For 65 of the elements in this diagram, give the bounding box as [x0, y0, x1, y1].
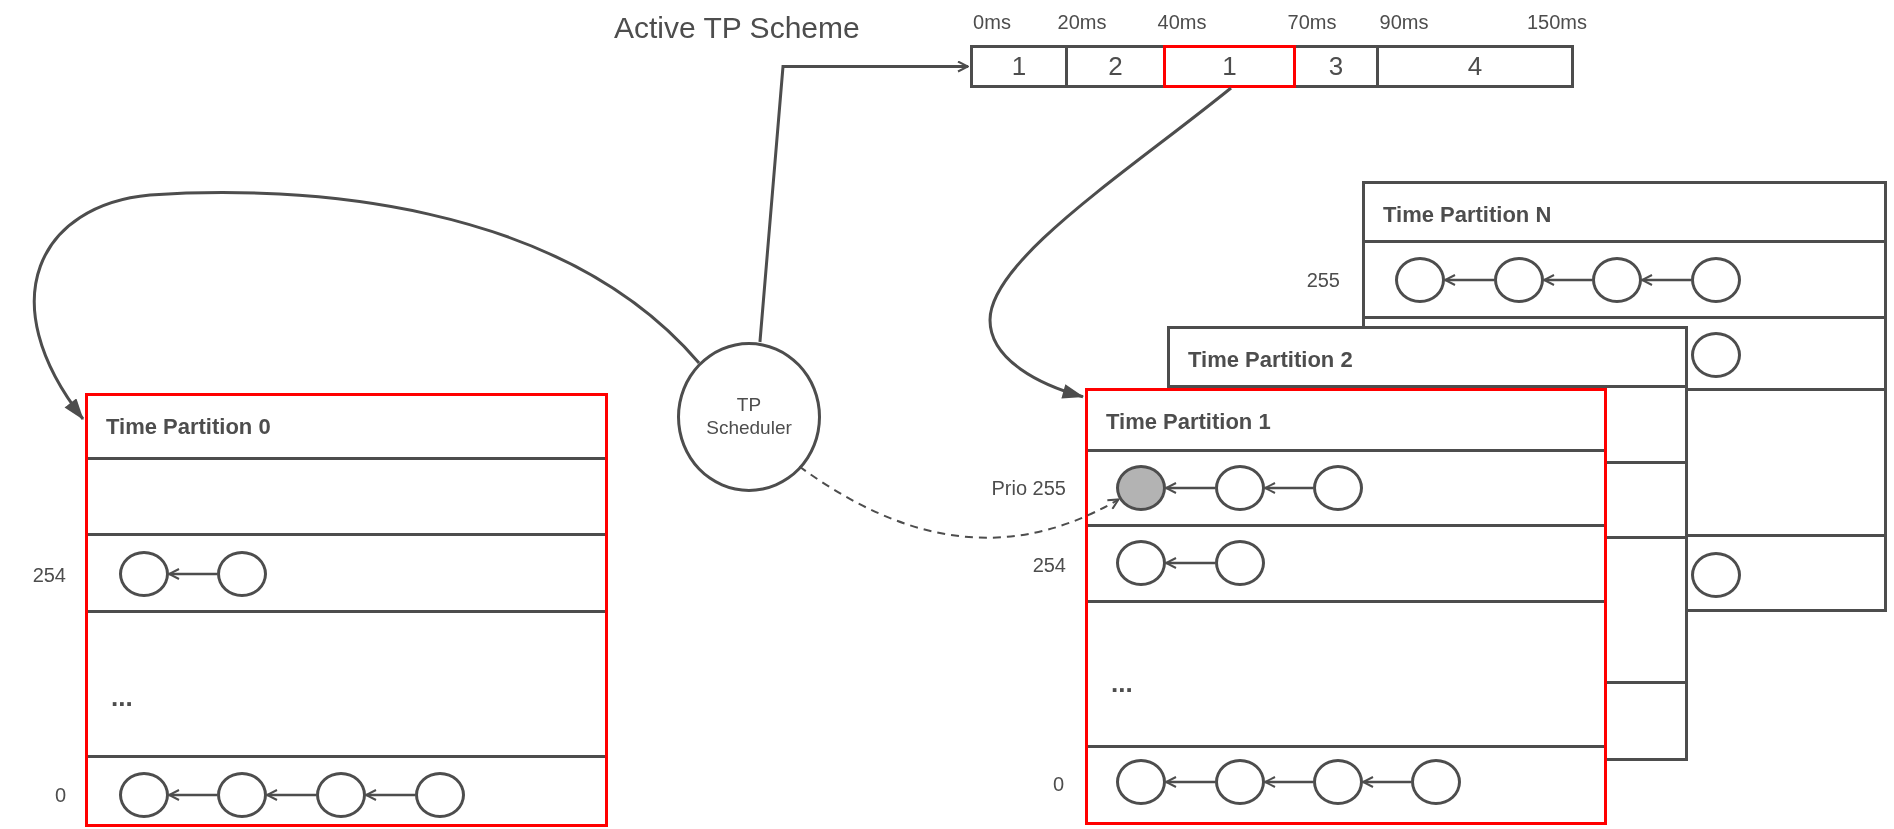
task-circle	[1691, 257, 1741, 303]
partition-panel	[1085, 388, 1607, 825]
timeline-segment: 2	[1065, 45, 1166, 88]
panel-title: Time Partition 2	[1188, 346, 1353, 374]
priority-label: 255	[1306, 270, 1340, 290]
task-circle	[119, 551, 169, 597]
ellipsis-text: ...	[1111, 670, 1133, 696]
scheduler-label: TP Scheduler	[705, 394, 793, 440]
priority-label: Prio 255	[991, 478, 1066, 498]
arrow	[758, 60, 969, 343]
scheme-title: Active TP Scheme	[614, 13, 860, 43]
arrow	[1264, 482, 1313, 494]
panel-title: Time Partition 1	[1106, 408, 1271, 436]
task-circle	[1313, 465, 1363, 511]
timeline-segment: 1	[1163, 45, 1296, 88]
task-circle	[1215, 540, 1265, 586]
time-tick: 150ms	[1527, 12, 1587, 32]
time-tick: 0ms	[973, 12, 1011, 32]
arrow	[1543, 274, 1592, 286]
partition-panel	[85, 393, 608, 827]
time-tick: 40ms	[1157, 12, 1207, 32]
arrow	[1165, 557, 1215, 569]
arrow	[1165, 776, 1215, 788]
time-tick: 20ms	[1057, 12, 1107, 32]
timeline-segment: 4	[1376, 45, 1574, 88]
task-circle	[316, 772, 366, 818]
panel-title: Time Partition N	[1383, 201, 1552, 229]
arrow	[988, 86, 1232, 399]
task-circle	[415, 772, 465, 818]
partition-panel	[1362, 181, 1887, 326]
timeline-segment: 1	[970, 45, 1068, 88]
task-circle	[1494, 257, 1544, 303]
partition-panel	[1167, 326, 1688, 388]
arrow	[1165, 482, 1215, 494]
panel-title: Time Partition 0	[106, 413, 271, 441]
ellipsis-text: ...	[111, 684, 133, 710]
arrow	[365, 789, 415, 801]
arrow	[1444, 274, 1494, 286]
arrow	[168, 789, 217, 801]
priority-label: 254	[32, 565, 66, 585]
task-circle	[1411, 759, 1461, 805]
task-circle	[1116, 540, 1166, 586]
arrow	[33, 191, 701, 420]
task-circle	[1215, 759, 1265, 805]
task-circle	[1592, 257, 1642, 303]
task-circle	[1313, 759, 1363, 805]
task-circle	[1116, 465, 1166, 511]
priority-label: 0	[1052, 774, 1064, 794]
arrow	[266, 789, 316, 801]
arrow	[1641, 274, 1691, 286]
arrow	[1362, 776, 1411, 788]
timeline-segment: 3	[1293, 45, 1379, 88]
time-tick: 70ms	[1287, 12, 1337, 32]
task-circle	[1215, 465, 1265, 511]
task-circle	[217, 551, 267, 597]
priority-label: 0	[54, 785, 66, 805]
arrow	[798, 465, 1120, 539]
task-circle	[217, 772, 267, 818]
time-tick: 90ms	[1379, 12, 1429, 32]
priority-label: 254	[1032, 555, 1066, 575]
task-circle	[1116, 759, 1166, 805]
arrow	[1264, 776, 1313, 788]
task-circle	[1395, 257, 1445, 303]
task-circle	[119, 772, 169, 818]
arrow	[168, 568, 217, 580]
